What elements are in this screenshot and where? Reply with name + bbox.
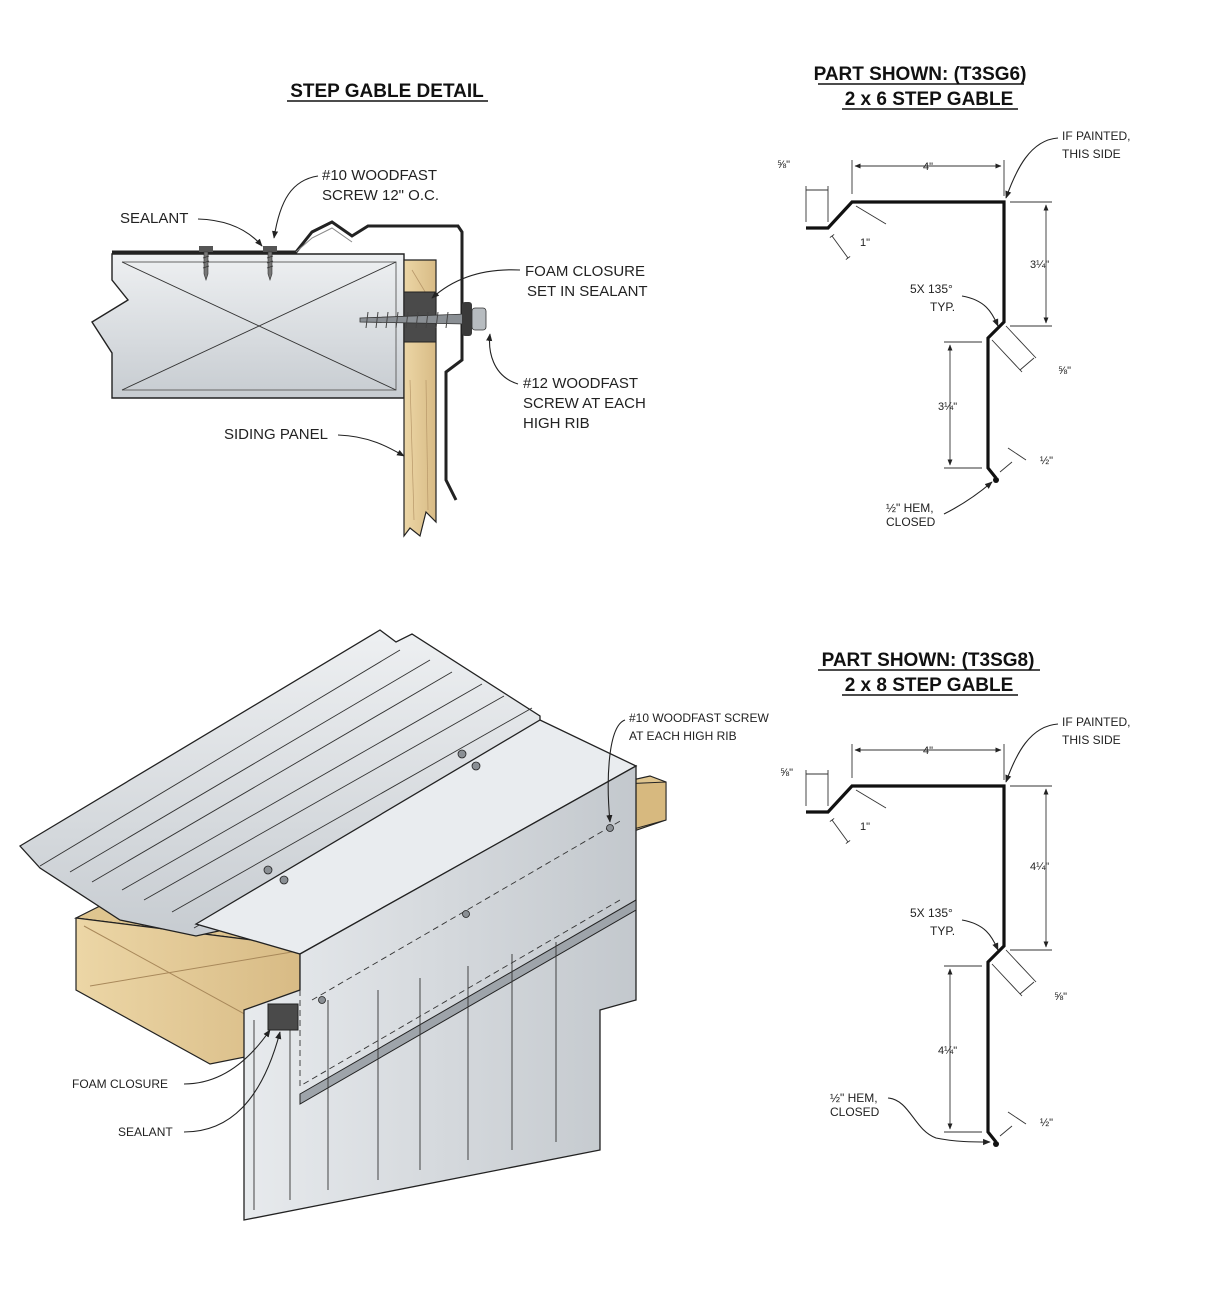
t3sg8-dim-upper-vert: 4¼" <box>1030 861 1049 873</box>
callout-foam-line2: SET IN SEALANT <box>527 283 648 300</box>
screw-12-icon <box>359 302 487 336</box>
leader-screw10 <box>272 175 319 239</box>
section-detail-title: STEP GABLE DETAIL <box>290 81 484 102</box>
callout-siding: SIDING PANEL <box>224 426 328 443</box>
t3sg8-bends-line1: 5X 135° <box>910 906 953 920</box>
t3sg8-dim-lip: ⅝" <box>780 767 793 779</box>
callout-screw12-line1: #12 WOODFAST <box>523 375 638 392</box>
iso-foam-closure <box>267 1003 299 1031</box>
t3sg8-painted-line1: IF PAINTED, <box>1062 715 1130 729</box>
t3sg8-dim-lower-vert: 4¼" <box>938 1045 957 1057</box>
leader-siding <box>337 434 405 457</box>
t3sg6-bends-line2: TYP. <box>930 300 955 314</box>
iso-leader-foam <box>183 1029 271 1085</box>
screw-10-icons <box>199 246 277 281</box>
t3sg8-title-line1: PART SHOWN: (T3SG8) <box>822 650 1035 671</box>
section-detail: STEP GABLE DETAIL <box>91 81 648 538</box>
iso-callout-foam: FOAM CLOSURE <box>72 1077 168 1091</box>
iso-leader-sealant <box>183 1031 282 1133</box>
part-t3sg8: PART SHOWN: (T3SG8) 2 x 8 STEP GABLE 4" … <box>780 650 1130 1147</box>
t3sg6-hem-line1: ½" HEM, <box>886 501 934 515</box>
leader-sealant <box>197 218 263 247</box>
t3sg8-hem-line2: CLOSED <box>830 1105 880 1119</box>
t3sg8-profile <box>806 784 1006 1143</box>
iso-leader-screw <box>606 719 626 823</box>
t3sg6-dim-step: ⅝" <box>1058 365 1071 377</box>
roof-panel-section <box>91 253 405 399</box>
iso-callout-screw-line1: #10 WOODFAST SCREW <box>629 711 769 725</box>
t3sg6-painted-line1: IF PAINTED, <box>1062 129 1130 143</box>
t3sg6-dim-top: 4" <box>923 161 933 173</box>
t3sg8-painted-line2: THIS SIDE <box>1062 733 1121 747</box>
t3sg6-bends-line1: 5X 135° <box>910 282 953 296</box>
part-t3sg6: PART SHOWN: (T3SG6) 2 x 6 STEP GABLE 4" … <box>777 64 1130 529</box>
iso-callout-screw-line2: AT EACH HIGH RIB <box>629 729 737 743</box>
leader-screw12 <box>486 333 519 385</box>
iso-step-gable-trim <box>194 719 638 1221</box>
step-gable-trim-section <box>112 220 464 501</box>
t3sg6-title-line1: PART SHOWN: (T3SG6) <box>814 64 1027 85</box>
t3sg6-painted-line2: THIS SIDE <box>1062 147 1121 161</box>
leader-foam <box>431 269 521 299</box>
t3sg8-dim-hem: ½" <box>1040 1117 1053 1129</box>
callout-screw10-line2: SCREW 12" O.C. <box>322 187 439 204</box>
t3sg6-dim-hem: ½" <box>1040 455 1053 467</box>
t3sg6-dim-lip: ⅝" <box>777 159 790 171</box>
callout-sealant: SEALANT <box>120 210 188 227</box>
t3sg6-profile <box>806 200 1006 479</box>
iso-screw-icons <box>263 749 614 1004</box>
isometric-view: #10 WOODFAST SCREW AT EACH HIGH RIB FOAM… <box>18 629 769 1221</box>
t3sg6-dim-upper-vert: 3¼" <box>1030 259 1049 271</box>
t3sg8-title-line2: 2 x 8 STEP GABLE <box>845 675 1014 696</box>
t3sg6-title-line2: 2 x 6 STEP GABLE <box>845 89 1014 110</box>
callout-screw12-line2: SCREW AT EACH <box>523 395 646 412</box>
iso-callout-sealant: SEALANT <box>118 1125 173 1139</box>
callout-screw10-line1: #10 WOODFAST <box>322 167 437 184</box>
callout-foam-line1: FOAM CLOSURE <box>525 263 645 280</box>
t3sg8-dim-1in: 1" <box>860 821 870 833</box>
t3sg6-dim-lower-vert: 3¼" <box>938 401 957 413</box>
t3sg8-hem-line1: ½" HEM, <box>830 1091 878 1105</box>
t3sg8-bends-line2: TYP. <box>930 924 955 938</box>
t3sg6-hem-line2: CLOSED <box>886 515 936 529</box>
t3sg8-dim-step: ⅝" <box>1054 991 1067 1003</box>
callout-screw12-line3: HIGH RIB <box>523 415 590 432</box>
t3sg6-dim-1in: 1" <box>860 237 870 249</box>
t3sg8-dim-top: 4" <box>923 745 933 757</box>
